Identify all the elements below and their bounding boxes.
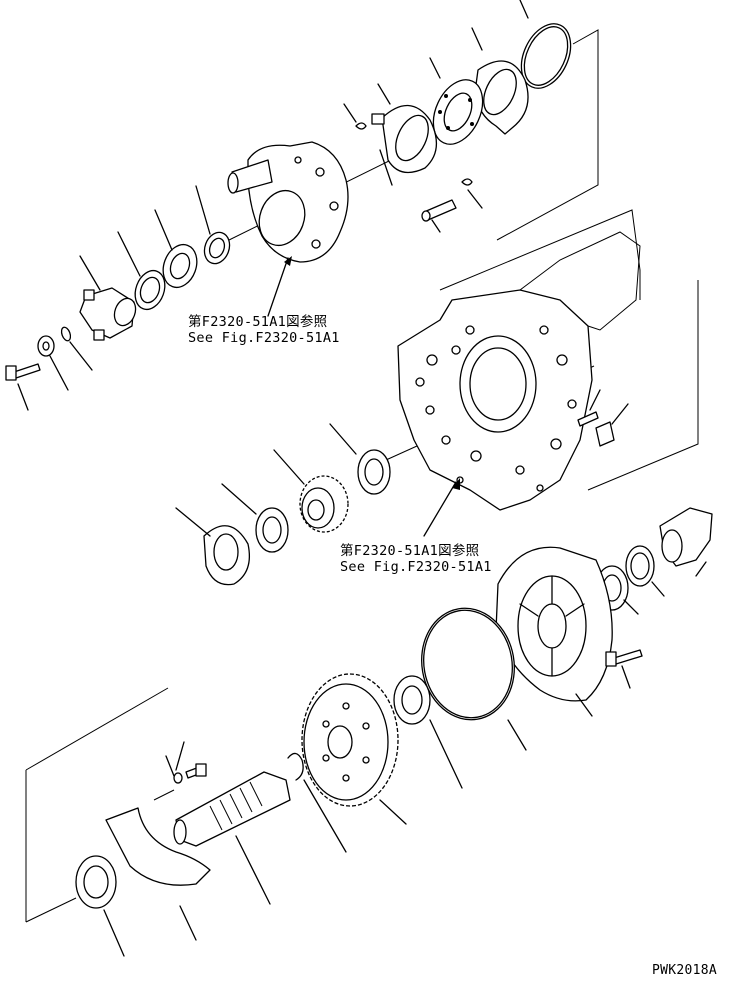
top-assembly [5, 0, 599, 411]
seal-ring-icon [134, 269, 166, 311]
bolt-icon [5, 363, 41, 381]
reference-note-middle: 第F2320-51A1図参照 See Fig.F2320-51A1 [340, 543, 492, 575]
clip-icon [355, 122, 473, 186]
bearing-plate-icon [432, 79, 484, 145]
plate-icon [474, 60, 529, 135]
housing-ring-icon [371, 104, 437, 174]
reference-ja: 第F2320-51A1図参照 [340, 543, 480, 559]
shaft-icon [173, 771, 291, 847]
guard-plate-icon [105, 807, 211, 886]
seal-ring-icon [625, 545, 655, 587]
plug-icon [595, 421, 615, 447]
snap-ring-icon [287, 752, 304, 781]
reference-en: See Fig.F2320-51A1 [340, 559, 492, 575]
o-ring-icon [421, 607, 515, 721]
coupling-icon [659, 507, 713, 567]
coupling-icon [79, 287, 137, 341]
o-ring-icon [520, 23, 572, 89]
engine-block [385, 209, 699, 537]
washer-icon [173, 772, 183, 784]
middle-gears [175, 423, 391, 586]
bolt-icon [605, 649, 643, 667]
screw-icon [577, 411, 599, 427]
roller-bearing-icon [162, 243, 198, 289]
bolt-icon [185, 763, 207, 779]
reference-note-top: 第F2320-51A1図参照 See Fig.F2320-51A1 [188, 314, 340, 346]
roller-bearing-icon [75, 855, 117, 909]
gear-icon [299, 475, 349, 533]
plate-icon [203, 525, 251, 586]
drawing-id: PWK2018A [652, 963, 718, 978]
roller-bearing-icon [255, 507, 289, 553]
cover-icon [495, 546, 613, 702]
washer-icon [37, 335, 55, 357]
pin-icon [421, 199, 457, 222]
reference-ja: 第F2320-51A1図参照 [188, 314, 328, 330]
bearing-icon [203, 231, 231, 265]
pump-body-icon [227, 141, 349, 263]
lower-assembly [25, 507, 713, 957]
gear-icon [301, 673, 399, 807]
bearing-icon [393, 675, 431, 725]
small-o-ring-icon [60, 326, 72, 342]
reference-en: See Fig.F2320-51A1 [188, 330, 340, 346]
bearing-icon [357, 449, 391, 495]
